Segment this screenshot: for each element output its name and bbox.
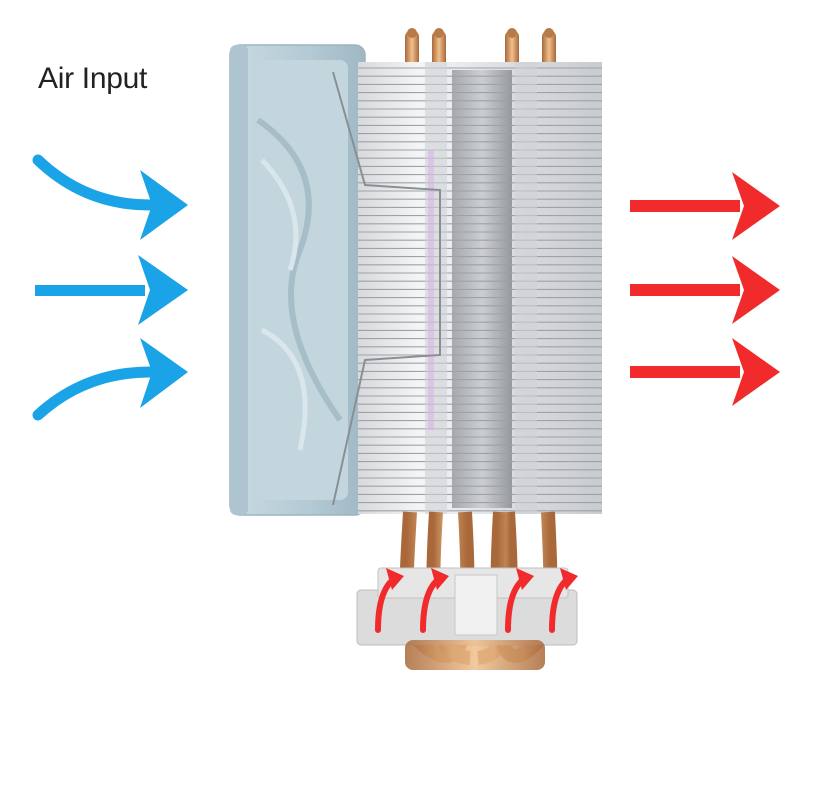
mounting-base (356, 567, 578, 670)
exhaust-arrows (630, 172, 780, 406)
heat-rise-arrowheads (386, 568, 578, 590)
arrow-right-icon (35, 255, 188, 325)
arrow-right-icon (630, 172, 780, 240)
heatsink-fins (358, 62, 602, 514)
fan (229, 44, 366, 516)
arrow-right-icon (630, 338, 780, 406)
arrow-right-icon (32, 154, 188, 240)
arrow-right-icon (32, 338, 188, 421)
air-input-label: Air Input (38, 62, 148, 95)
arrow-right-icon (630, 256, 780, 324)
fan-clips (332, 71, 441, 506)
heatpipe-tips (405, 28, 556, 70)
intake-arrows (32, 154, 188, 421)
